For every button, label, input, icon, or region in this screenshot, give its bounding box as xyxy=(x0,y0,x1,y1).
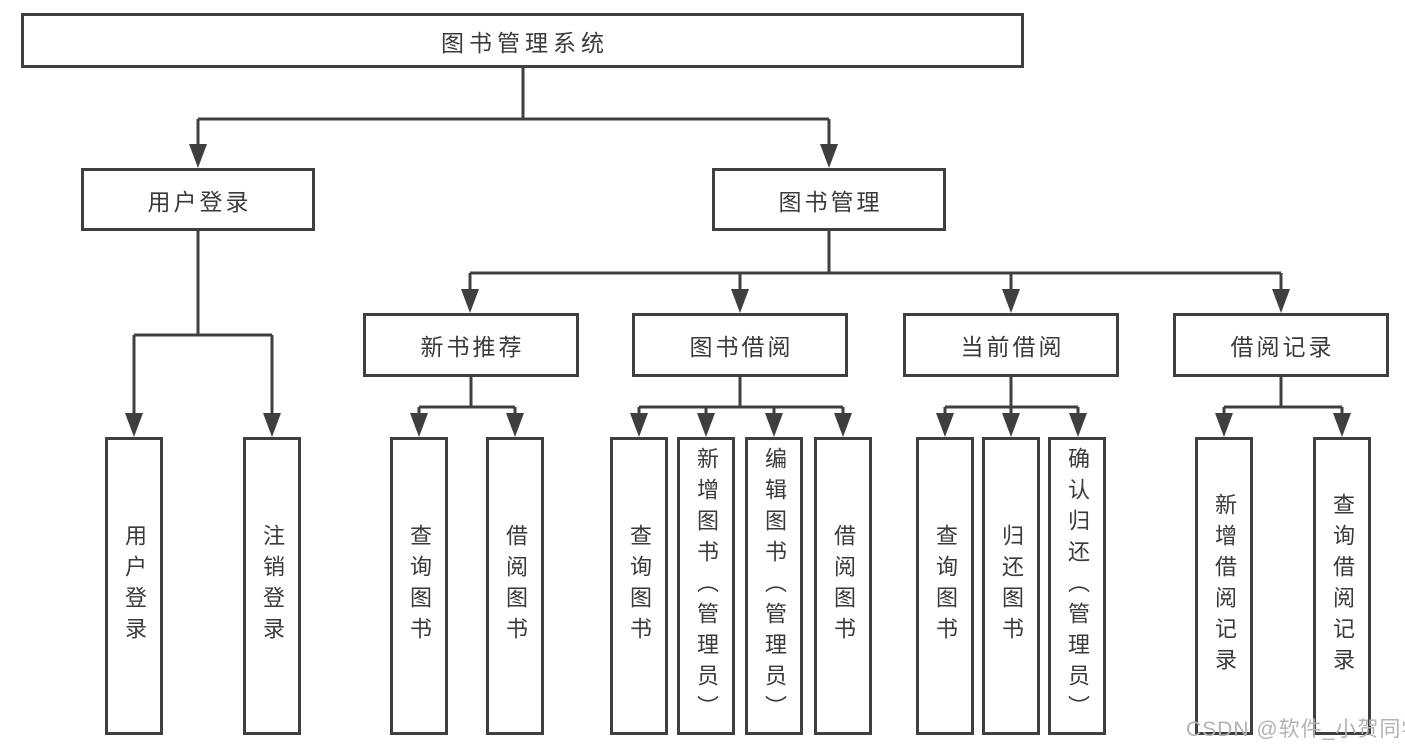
node-label: 图书管理系统 xyxy=(441,29,609,56)
node-label: 借阅记录 xyxy=(1230,334,1335,360)
node-label: 图书借阅 xyxy=(689,334,794,360)
node-library-management-system: 图书管理系统 xyxy=(21,13,1024,68)
leaf-label: 注销登录 xyxy=(260,524,285,648)
leaf-add-book-admin: 新增图书（管理员） xyxy=(677,437,735,735)
leaf-label: 用户登录 xyxy=(122,524,147,648)
leaf-label: 新增借阅记录 xyxy=(1212,493,1237,679)
leaf-label: 编辑图书（管理员） xyxy=(762,446,787,726)
leaf-label: 确认归还（管理员） xyxy=(1065,446,1090,726)
node-user-login: 用户登录 xyxy=(81,168,315,231)
node-new-book-recommendation: 新书推荐 xyxy=(363,313,579,377)
leaf-borrow-books-borrowing: 借阅图书 xyxy=(814,437,872,735)
node-borrowing-records: 借阅记录 xyxy=(1173,313,1389,377)
node-book-management: 图书管理 xyxy=(712,168,946,231)
node-label: 用户登录 xyxy=(147,188,252,215)
leaf-user-login: 用户登录 xyxy=(105,437,163,735)
leaf-label: 新增图书（管理员） xyxy=(694,446,719,726)
node-label: 当前借阅 xyxy=(960,334,1065,360)
leaf-query-books-current: 查询图书 xyxy=(916,437,974,735)
leaf-label: 归还图书 xyxy=(999,524,1024,648)
leaf-label: 查询图书 xyxy=(627,524,652,648)
leaf-add-borrow-record: 新增借阅记录 xyxy=(1195,437,1253,735)
node-book-borrowing: 图书借阅 xyxy=(632,313,848,377)
leaf-query-books-recommend: 查询图书 xyxy=(390,437,448,735)
leaf-confirm-return-admin: 确认归还（管理员） xyxy=(1048,437,1106,735)
leaf-label: 查询借阅记录 xyxy=(1330,493,1355,679)
leaf-logout: 注销登录 xyxy=(243,437,301,735)
node-current-borrowing: 当前借阅 xyxy=(903,313,1119,377)
leaf-label: 借阅图书 xyxy=(503,524,528,648)
leaf-label: 查询图书 xyxy=(407,524,432,648)
csdn-watermark: CSDN @软件_小贺同学 xyxy=(1186,718,1405,741)
leaf-label: 查询图书 xyxy=(933,524,958,648)
leaf-label: 借阅图书 xyxy=(831,524,856,648)
leaf-query-borrow-record: 查询借阅记录 xyxy=(1313,437,1371,735)
leaf-query-books-borrowing: 查询图书 xyxy=(610,437,668,735)
leaf-return-books: 归还图书 xyxy=(982,437,1040,735)
leaf-borrow-books-recommend: 借阅图书 xyxy=(486,437,544,735)
node-label: 图书管理 xyxy=(778,188,883,215)
node-label: 新书推荐 xyxy=(420,334,525,360)
leaf-edit-book-admin: 编辑图书（管理员） xyxy=(745,437,803,735)
